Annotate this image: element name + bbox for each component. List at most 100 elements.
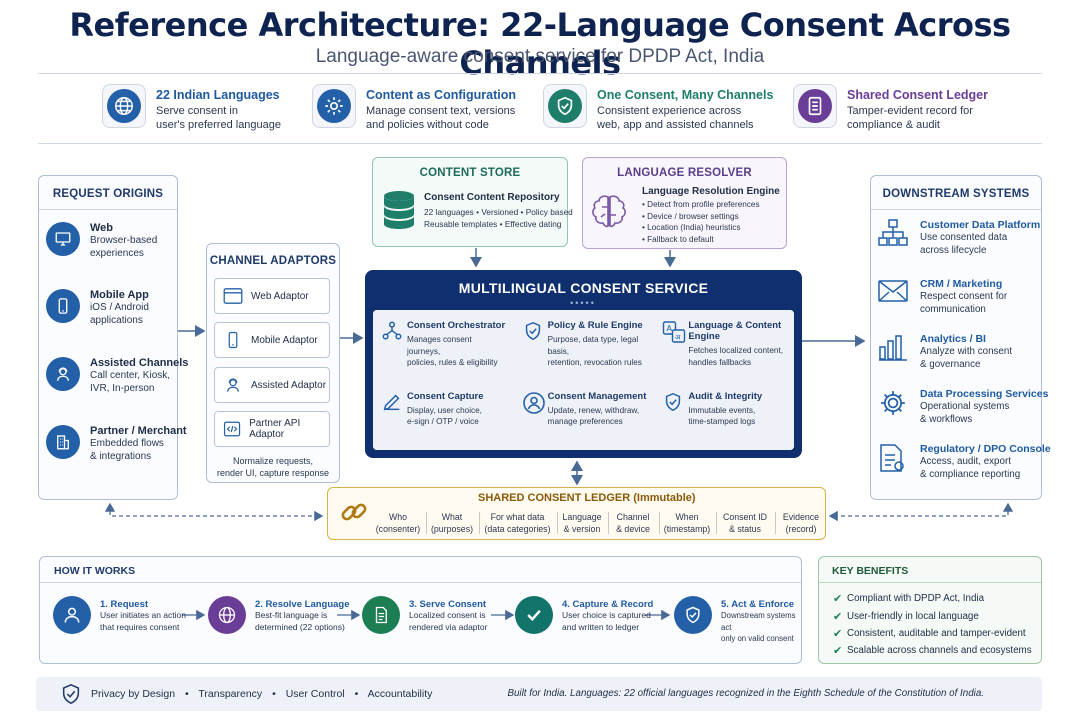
step-desc: only on valid consent	[721, 634, 794, 643]
ledger-column: Language& version	[562, 512, 602, 534]
report-icon	[878, 443, 920, 481]
module-title: Audit & Integrity	[688, 390, 763, 402]
gear-icon	[878, 388, 920, 426]
network-icon	[381, 320, 407, 380]
globe-icon	[208, 596, 246, 634]
feature-title: Content as Configuration	[366, 88, 516, 102]
step-desc: User choice is captured	[562, 610, 651, 620]
content-store-desc: Reusable templates • Effective dating	[424, 219, 562, 229]
step-desc: Downstream systems act	[721, 611, 796, 632]
adaptor-label: Assisted Adaptor	[251, 379, 327, 391]
key-benefits-panel: KEY BENEFITS ✔Compliant with DPDP Act, I…	[818, 556, 1042, 664]
nodes-icon	[878, 219, 920, 257]
module-desc: Immutable events,	[688, 405, 756, 415]
shield-check-icon	[543, 84, 587, 128]
adaptors-note-line: render UI, capture response	[216, 468, 330, 478]
agent-icon	[227, 378, 239, 392]
ledger-column: When(timestamp)	[663, 512, 711, 534]
step-desc: rendered via adaptor	[409, 621, 488, 632]
benefit-item: ✔Compliant with DPDP Act, India	[833, 593, 985, 605]
feature-languages: 22 Indian Languages Serve consent in use…	[102, 84, 281, 132]
database-icon	[382, 190, 416, 235]
module-title: Consent Capture	[407, 390, 484, 402]
building-icon	[46, 425, 80, 459]
ledger-column: Who(consenter)	[375, 512, 421, 534]
downstream-title: CRM / Marketing	[920, 278, 1003, 290]
feature-desc: user's preferred language	[156, 119, 282, 131]
ledger-column: For what data(data categories)	[484, 512, 551, 534]
user-gear-icon	[522, 391, 548, 451]
module-title: Consent Orchestrator	[407, 320, 506, 331]
feature-desc: Manage consent text, versions	[366, 105, 516, 117]
footer-bar: Privacy by Design • Transparency • User …	[36, 677, 1042, 711]
downstream-desc: & compliance reporting	[920, 469, 1021, 480]
module-desc: retention, revocation rules	[547, 358, 642, 367]
origin-desc: & integrations	[90, 451, 152, 462]
downstream-desc: Operational systems	[920, 401, 1010, 412]
browser-icon	[223, 288, 243, 304]
adaptors-note-line: Normalize requests,	[232, 456, 314, 466]
pen-icon	[381, 391, 407, 451]
benefit-item: ✔Scalable across channels and ecosystems	[833, 645, 1032, 657]
chain-link-icon	[340, 498, 368, 531]
origin-title: Partner / Merchant	[90, 425, 187, 437]
feature-desc: web, app and assisted channels	[597, 119, 754, 131]
check-icon: ✔	[833, 645, 843, 657]
downstream-desc: Access, audit, export	[920, 456, 1011, 467]
downstream-desc: & governance	[920, 359, 981, 370]
feature-title: One Consent, Many Channels	[597, 88, 774, 102]
brain-icon	[588, 191, 630, 238]
svg-text:A: A	[667, 324, 673, 333]
downstream-desc: Analyze with consent	[920, 346, 1013, 357]
step-desc: User initiates an action	[100, 610, 186, 620]
gear-icon	[312, 84, 356, 128]
feature-channels: One Consent, Many Channels Consistent ex…	[543, 84, 773, 132]
module-title: Consent Management	[547, 390, 647, 402]
resolver-text: Language Resolution Engine • Detect from…	[642, 186, 780, 245]
step-title: 1. Request	[100, 599, 149, 610]
adaptor-mobile: Mobile Adaptor	[214, 322, 330, 358]
step-title: 2. Resolve Language	[255, 599, 350, 610]
step-title: 4. Capture & Record	[562, 599, 654, 610]
module-title: Policy & Rule Engine	[547, 320, 643, 331]
agent-icon	[46, 357, 80, 391]
feature-ledger: Shared Consent Ledger Tamper-evident rec…	[793, 84, 988, 132]
ledger-column: Consent ID& status	[722, 512, 767, 534]
adaptors-note: Normalize requests, render UI, capture r…	[206, 455, 340, 479]
check-icon: ✔	[833, 611, 843, 623]
module-desc: Manages consent journeys,	[407, 335, 472, 356]
mail-icon	[878, 278, 920, 316]
module-desc: policies, rules & eligibility	[407, 358, 498, 367]
origin-title: Assisted Channels	[90, 357, 189, 369]
phone-icon	[46, 289, 80, 323]
module-desc: time-stamped logs	[688, 417, 756, 426]
multilingual-consent-service: MULTILINGUAL CONSENT SERVICE ••••• Conse…	[365, 270, 802, 458]
resolver-title: Language Resolution Engine	[642, 186, 780, 197]
step-title: 5. Act & Enforce	[721, 599, 795, 610]
resolver-bullet: • Device / browser settings	[642, 211, 739, 221]
code-icon	[223, 421, 241, 437]
downstream-desc: & workflows	[920, 414, 973, 425]
check-icon	[515, 596, 553, 634]
footer-note: Built for India. Languages: 22 official …	[507, 688, 984, 699]
downstream-desc: communication	[920, 304, 986, 315]
shield-check-icon	[60, 682, 82, 711]
module-desc: Update, renew, withdraw,	[547, 405, 640, 415]
downstream-title: Data Processing Services	[920, 388, 1049, 400]
downstream-title: Regulatory / DPO Console	[920, 443, 1051, 455]
monitor-icon	[46, 222, 80, 256]
step-desc: determined (22 options)	[255, 621, 345, 632]
downstream-panel: DOWNSTREAM SYSTEMS	[870, 175, 1042, 500]
